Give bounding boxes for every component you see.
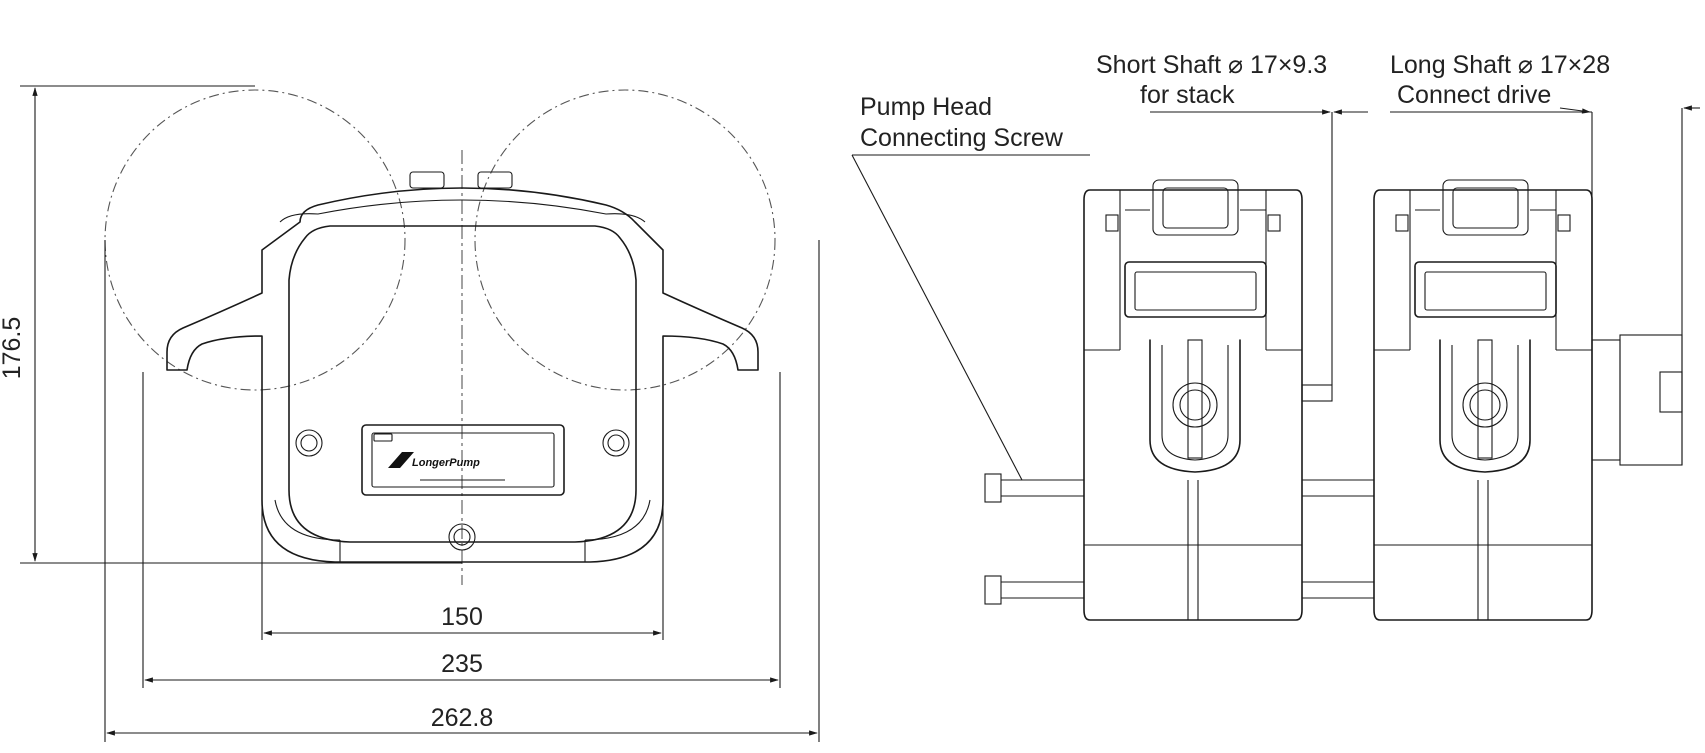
- short-shaft-callout: Short Shaft ⌀ 17×9.3 for stack: [1096, 51, 1368, 115]
- short-shaft-line1: Short Shaft ⌀ 17×9.3: [1096, 51, 1327, 79]
- pump-head-2: [1373, 179, 1593, 621]
- screw-left: [295, 429, 323, 457]
- screw-callout-line1: Pump Head: [860, 93, 992, 121]
- top-latch-right: [477, 171, 513, 189]
- pump-housing-handle: [279, 199, 646, 223]
- pump-housing-outer: [166, 187, 759, 563]
- screw-callout: Pump Head Connecting Screw: [851, 93, 1090, 481]
- connecting-screws: [984, 473, 1374, 605]
- long-shaft-callout: Long Shaft ⌀ 17×28 Connect drive: [1390, 51, 1700, 114]
- brand-logo-icon: [388, 452, 414, 468]
- long-shaft: [1591, 108, 1683, 466]
- screw-callout-line2: Connecting Screw: [860, 124, 1064, 152]
- width-262-8-dimension: 262.8: [104, 240, 820, 742]
- right-clearance-circle: [474, 89, 776, 391]
- height-label: 176.5: [0, 317, 26, 380]
- width-262-8-label: 262.8: [431, 704, 494, 732]
- width-235-label: 235: [441, 650, 483, 678]
- screw-bottom: [448, 523, 476, 551]
- pump-bottom-step: [274, 499, 651, 562]
- width-150-dimension: 150: [261, 500, 664, 640]
- top-latch-left: [409, 171, 445, 189]
- long-shaft-line1: Long Shaft ⌀ 17×28: [1390, 51, 1610, 79]
- brand-name: LongerPump: [412, 457, 480, 469]
- side-view: Pump Head Connecting Screw Short Shaft ⌀…: [851, 51, 1700, 621]
- width-150-label: 150: [441, 603, 483, 631]
- front-view: LongerPump 176.5 150 235: [0, 85, 820, 742]
- short-shaft-line2: for stack: [1140, 81, 1235, 109]
- height-dimension: 176.5: [0, 85, 462, 564]
- screw-right: [602, 429, 630, 457]
- left-clearance-circle: [104, 89, 406, 391]
- short-shaft: [1301, 112, 1333, 402]
- pump-face-panel: [288, 225, 637, 543]
- width-235-dimension: 235: [142, 372, 781, 688]
- long-shaft-line2: Connect drive: [1397, 81, 1551, 109]
- pump-head-1: [1083, 179, 1303, 621]
- nameplate: LongerPump: [361, 424, 565, 496]
